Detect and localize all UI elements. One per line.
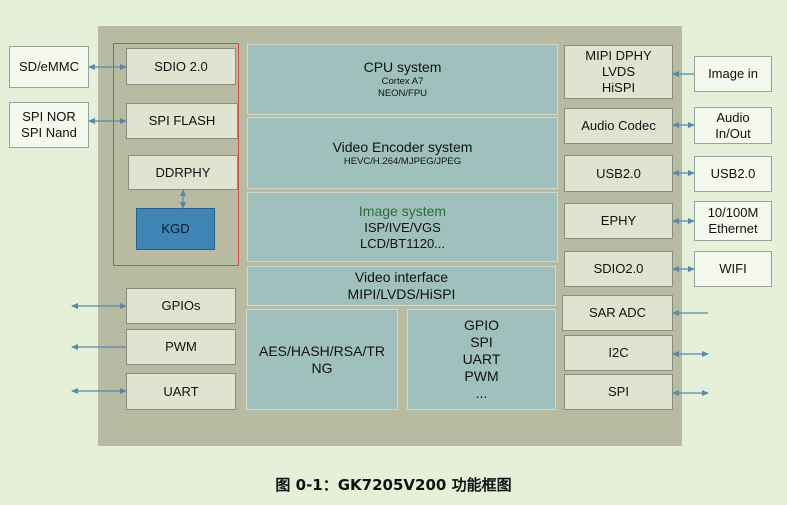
- peripherals-block: GPIO SPI UART PWM ...: [407, 309, 556, 410]
- peripheral-uart: UART: [462, 351, 501, 367]
- sd-emmc-label: SD/eMMC: [19, 59, 79, 74]
- ethernet-external: 10/100M Ethernet: [694, 201, 772, 241]
- ddrphy-label: DDRPHY: [155, 164, 211, 180]
- kgd-label: KGD: [161, 221, 190, 236]
- mipi-dphy-label: MIPI DPHY: [585, 48, 652, 63]
- spi-nor-nand-external: SPI NOR SPI Nand: [9, 102, 89, 148]
- uart-block: UART: [126, 373, 236, 410]
- uart-label: UART: [163, 383, 199, 399]
- crypto-label: AES/HASH/RSA/TRNG: [258, 342, 386, 376]
- usb-external: USB2.0: [694, 156, 772, 192]
- sdio-block: SDIO 2.0: [126, 48, 236, 85]
- spi-label: SPI: [608, 384, 629, 399]
- sar-adc-label: SAR ADC: [588, 305, 647, 320]
- peripheral-gpio: GPIO: [463, 317, 499, 333]
- figure-caption: 图 0-1：GK7205V200 功能框图: [275, 476, 512, 494]
- wifi-label: WIFI: [719, 261, 747, 276]
- image-in-external: Image in: [694, 56, 772, 92]
- image-system-block: Image system ISP/IVE/VGS LCD/BT1120...: [247, 192, 558, 262]
- ddrphy-block: DDRPHY: [128, 155, 238, 190]
- video-interface-title: Video interface: [354, 269, 449, 285]
- sdio-label: SDIO 2.0: [154, 58, 208, 74]
- usb-block-label: USB2.0: [596, 165, 641, 181]
- spi-block: SPI: [564, 374, 673, 410]
- video-interface-block: Video interface MIPI/LVDS/HiSPI: [247, 266, 556, 306]
- sar-adc-block: SAR ADC: [562, 295, 673, 331]
- crypto-block: AES/HASH/RSA/TRNG: [246, 309, 398, 410]
- image-in-label: Image in: [708, 66, 758, 81]
- sdio2-block: SDIO2.0: [564, 251, 673, 287]
- ethernet-label: Ethernet: [708, 221, 758, 236]
- video-encoder-codecs: HEVC/H.264/MJPEG/JPEG: [343, 155, 462, 167]
- spi-flash-block: SPI FLASH: [126, 103, 238, 139]
- kgd-block: KGD: [136, 208, 215, 250]
- in-out-label: In/Out: [715, 125, 751, 141]
- spi-nor-label: SPI NOR: [22, 109, 76, 124]
- video-encoder-block: Video Encoder system HEVC/H.264/MJPEG/JP…: [247, 117, 558, 189]
- pwm-label: PWM: [165, 339, 197, 354]
- cpu-core-label: Cortex A7: [381, 76, 424, 87]
- spi-flash-label: SPI FLASH: [148, 113, 216, 128]
- i2c-label: I2C: [608, 345, 629, 360]
- cpu-system-title: CPU system: [363, 59, 442, 75]
- peripheral-spi: SPI: [470, 334, 493, 350]
- gpios-block: GPIOs: [126, 288, 236, 324]
- video-encoder-title: Video Encoder system: [332, 138, 473, 155]
- hispi-label: HiSPI: [601, 80, 636, 95]
- gpios-label: GPIOs: [161, 298, 201, 313]
- video-interface-types: MIPI/LVDS/HiSPI: [347, 286, 456, 302]
- image-system-title: Image system: [358, 202, 447, 219]
- spi-nand-label: SPI Nand: [21, 125, 77, 140]
- sdio2-label: SDIO2.0: [593, 261, 644, 276]
- ephy-label: EPHY: [600, 213, 637, 228]
- wifi-external: WIFI: [694, 251, 772, 287]
- audio-io-external: Audio In/Out: [694, 107, 772, 144]
- cpu-neon-label: NEON/FPU: [377, 88, 428, 99]
- pwm-block: PWM: [126, 329, 236, 365]
- sd-emmc-external: SD/eMMC: [9, 46, 89, 88]
- peripheral-pwm: PWM: [464, 368, 499, 384]
- ethernet-speed-label: 10/100M: [707, 205, 759, 220]
- usb-block: USB2.0: [564, 155, 673, 192]
- lvds-label: LVDS: [602, 64, 635, 79]
- i2c-block: I2C: [564, 335, 673, 371]
- mipi-dphy-block: MIPI DPHY LVDS HiSPI: [564, 45, 673, 99]
- audio-label: Audio: [716, 109, 750, 125]
- memory-group-frame: [113, 43, 239, 266]
- image-system-lcd: LCD/BT1120...: [359, 235, 446, 251]
- usb-external-label: USB2.0: [710, 166, 756, 181]
- image-system-isp: ISP/IVE/VGS: [364, 219, 441, 235]
- audio-codec-block: Audio Codec: [564, 108, 673, 144]
- cpu-system-block: CPU system Cortex A7 NEON/FPU: [247, 44, 558, 115]
- audio-codec-label: Audio Codec: [581, 118, 656, 133]
- peripheral-more: ...: [475, 385, 488, 401]
